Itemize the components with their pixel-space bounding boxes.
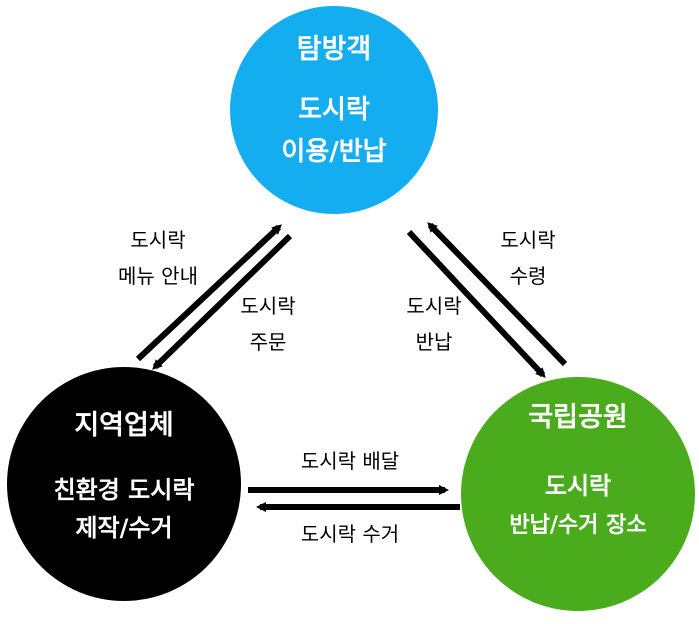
visitor-node: 탐방객 도시락 이용/반납 [230, 6, 438, 214]
vendor-title: 지역업체 [74, 410, 173, 441]
label-return-line1: 도시락 [406, 294, 461, 318]
label-collection: 도시락 수거 [301, 522, 399, 546]
vendor-line1: 친환경 도시락 [54, 476, 195, 504]
label-order-line2: 주문 [250, 330, 287, 354]
visitor-line2: 이용/반납 [281, 137, 386, 167]
label-receive-line1: 도시락 [500, 228, 555, 252]
vendor-circle [7, 367, 241, 601]
visitor-circle [230, 6, 438, 214]
arrow-visitor-to-park [406, 229, 546, 378]
visitor-line1: 도시락 [298, 95, 370, 125]
arrow-park-to-visitor [427, 222, 568, 367]
label-delivery: 도시락 배달 [301, 449, 399, 473]
park-circle [461, 377, 695, 611]
park-line2: 반납/수거 장소 [509, 513, 646, 538]
visitor-title: 탐방객 [297, 34, 372, 65]
vendor-line2: 제작/수거 [75, 514, 172, 542]
park-node: 국립공원 도시락 반납/수거 장소 [461, 377, 695, 611]
vendor-node: 지역업체 친환경 도시락 제작/수거 [7, 367, 241, 601]
label-menu-line1: 도시락 [130, 228, 185, 252]
park-line1: 도시락 [545, 472, 611, 500]
label-return-line2: 반납 [416, 330, 453, 354]
label-order-line1: 도시락 [240, 294, 295, 318]
park-title: 국립공원 [528, 402, 627, 433]
arrow-vendor-to-visitor [135, 224, 282, 362]
label-menu-line2: 메뉴 안내 [118, 264, 198, 288]
label-receive-line2: 수령 [510, 264, 547, 288]
arrow-visitor-to-vendor [152, 233, 293, 370]
